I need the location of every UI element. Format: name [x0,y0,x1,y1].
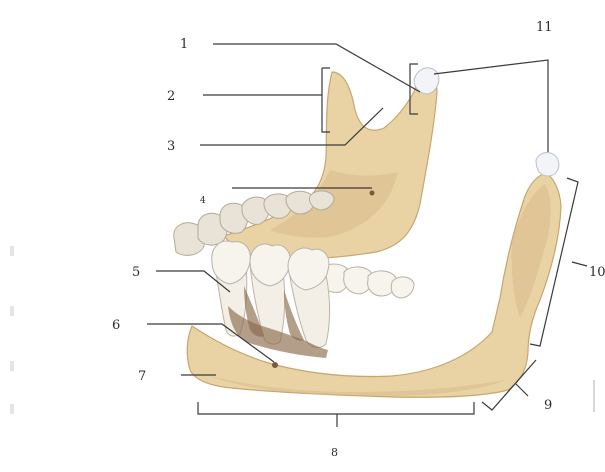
mandibular-foramen [370,191,375,196]
label-10: 10 [589,265,605,280]
mandible-far-side [224,72,437,259]
left-edge-artifacts [10,246,14,414]
label-8: 8 [331,446,338,459]
label-5: 5 [132,265,140,280]
label-3: 3 [167,139,175,154]
sectioned-teeth [212,241,330,358]
label-2: 2 [167,89,175,104]
label-9: 9 [544,398,552,413]
label-11: 11 [536,20,553,35]
condyle-caps [414,68,559,176]
label-4: 4 [200,196,206,206]
label-7: 7 [138,369,146,384]
label-6: 6 [112,318,120,333]
near-teeth-row [320,264,414,298]
label-1: 1 [180,37,188,52]
mental-foramen [272,362,278,368]
